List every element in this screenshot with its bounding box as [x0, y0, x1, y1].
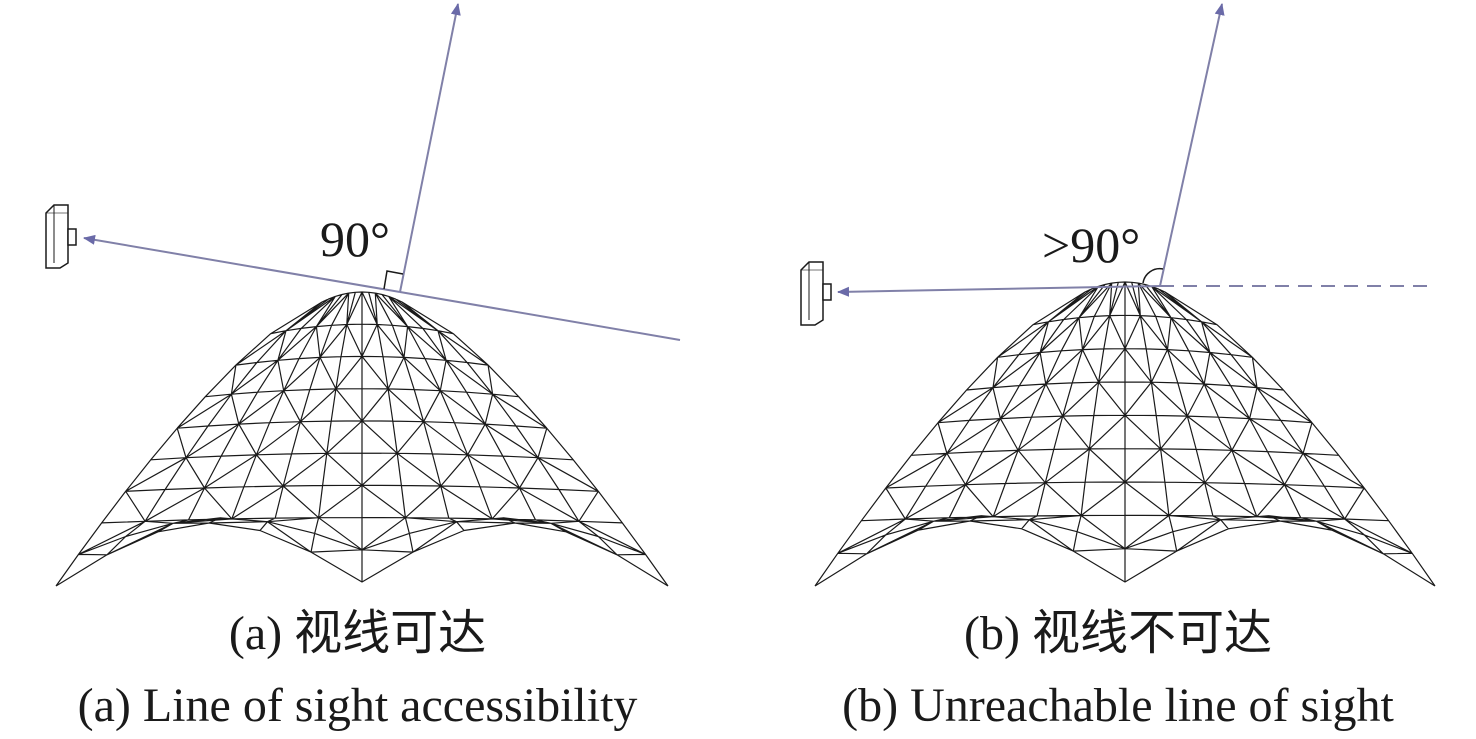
normal-ray-a [399, 3, 461, 293]
angle-label-b: >90° [1042, 217, 1141, 273]
panel-a [45, 3, 681, 587]
caption-en-b: (b) Unreachable line of sight [842, 679, 1394, 732]
obtuse-angle-arc-b [1142, 267, 1164, 284]
sight-ray-a [83, 234, 401, 293]
right-angle-marker-a [383, 270, 404, 290]
camera-icon [45, 204, 77, 269]
caption-cn-b: (b) 视线不可达 [964, 607, 1272, 660]
normal-ray-b [1159, 3, 1225, 287]
mesh-lines [814, 281, 1436, 587]
camera-icon [800, 261, 832, 326]
angle-label-a: 90° [320, 211, 390, 267]
caption-en-a: (a) Line of sight accessibility [77, 679, 638, 732]
mesh-lines [55, 291, 669, 587]
panel-b [800, 3, 1436, 587]
dome-mesh-b [814, 281, 1436, 587]
sight-ray-b [837, 285, 1161, 297]
caption-cn-a: (a) 视线可达 [228, 607, 487, 660]
dome-mesh-a [55, 291, 669, 587]
tangent-line-a [399, 291, 681, 341]
